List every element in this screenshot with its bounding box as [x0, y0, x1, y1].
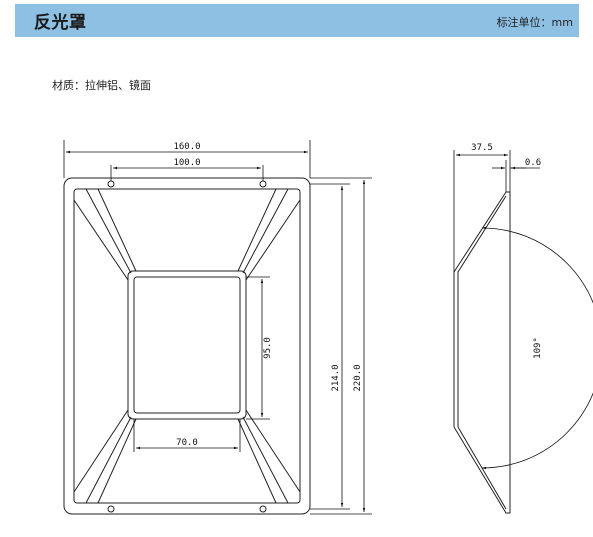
dim-inner-width: 70.0 — [176, 438, 198, 448]
inner-lip — [73, 188, 301, 504]
dim-inner-height: 95.0 — [263, 337, 273, 359]
page-title: 反光罩 — [34, 13, 87, 33]
inner-opening — [127, 270, 247, 420]
mount-hole — [107, 180, 115, 188]
mount-hole — [107, 505, 115, 513]
material-note: 材质：拉伸铝、镜面 — [52, 79, 151, 92]
reflector-inner-surface — [457, 195, 507, 510]
dim-depth: 37.5 — [471, 143, 493, 153]
mount-hole — [259, 180, 267, 188]
dim-frame-height: 214.0 — [331, 364, 341, 391]
front-view — [63, 177, 311, 515]
inner-opening-edge — [133, 276, 241, 414]
header-bar — [15, 4, 579, 37]
reflector-profile — [453, 191, 511, 514]
dim-hole-spacing: 100.0 — [173, 158, 200, 168]
unit-label: 标注单位：mm — [496, 16, 573, 29]
mount-hole — [259, 505, 267, 513]
dim-overall-width: 160.0 — [173, 142, 200, 152]
side-view — [453, 191, 511, 514]
dim-thickness: 0.6 — [525, 158, 541, 168]
dim-angle: 109° — [533, 337, 543, 359]
outer-frame — [63, 177, 311, 515]
dim-overall-height: 220.0 — [353, 364, 363, 391]
